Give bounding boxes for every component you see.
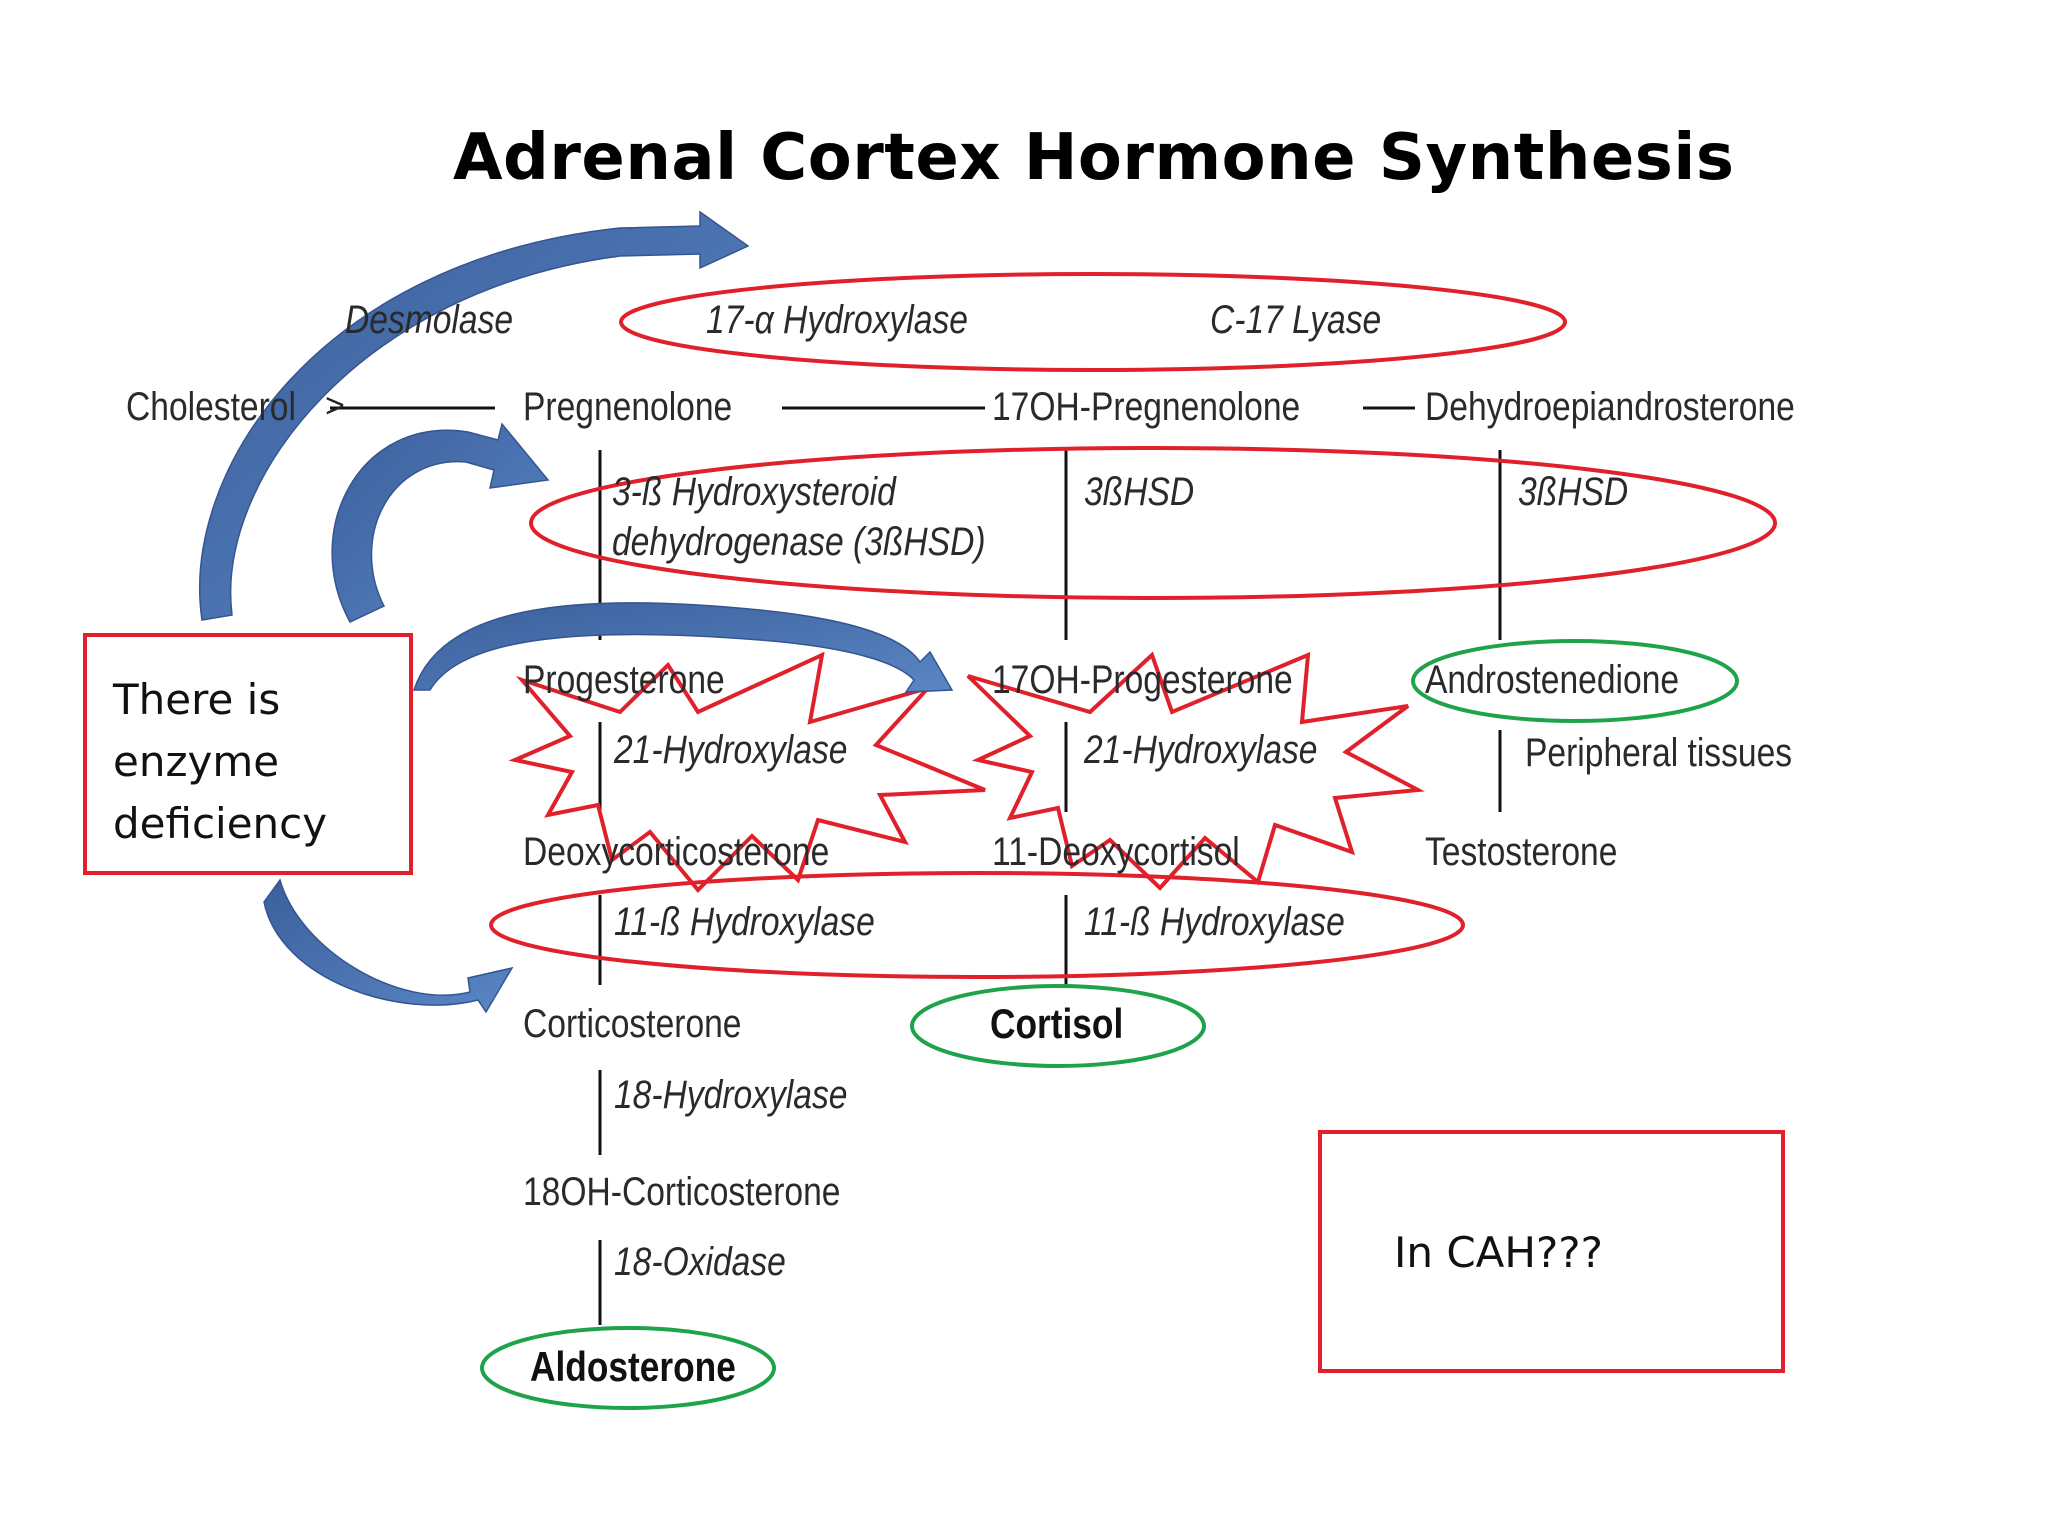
callout-deficiency-text: There is enzyme deficiency xyxy=(113,675,328,848)
compound-aldosterone: Aldosterone xyxy=(530,1343,736,1390)
compound-corticosterone: Corticosterone xyxy=(523,1002,742,1046)
enzyme-11b-hydroxylase-right: 11-ß Hydroxylase xyxy=(1084,900,1345,944)
arrow-to-17-hydroxylase xyxy=(199,210,750,621)
starburst-21-hydroxylase-right xyxy=(966,651,1425,891)
enzyme-3b-hsd-line2: dehydrogenase (3ßHSD) xyxy=(612,520,986,564)
compound-cholesterol: Cholesterol xyxy=(126,385,296,429)
ellipse-17-hydroxylase-lyase xyxy=(619,272,1567,372)
ellipse-11b-hydroxylase xyxy=(489,871,1465,979)
callout-question-text: In CAH??? xyxy=(1394,1228,1603,1277)
compound-17oh-pregnenolone: 17OH-Pregnenolone xyxy=(992,385,1301,429)
compound-pregnenolone: Pregnenolone xyxy=(523,385,733,429)
label-peripheral-tissues: Peripheral tissues xyxy=(1525,731,1793,775)
compound-deoxycorticosterone: Deoxycorticosterone xyxy=(523,830,830,874)
ellipse-cortisol xyxy=(910,984,1206,1068)
enzyme-21-hydroxylase-right: 21-Hydroxylase xyxy=(1084,728,1318,772)
compound-dhea: Dehydroepiandrosterone xyxy=(1425,385,1795,429)
arrow-to-17oh-progesterone xyxy=(412,602,954,693)
enzyme-17a-hydroxylase: 17-α Hydroxylase xyxy=(706,298,968,342)
compound-androstenedione: Androstenedione xyxy=(1425,658,1680,702)
compound-18oh-corticosterone: 18OH-Corticosterone xyxy=(523,1170,841,1214)
ellipse-3b-hsd xyxy=(529,446,1777,600)
compound-progesterone: Progesterone xyxy=(523,658,725,702)
arrow-to-corticosterone xyxy=(263,878,514,1014)
enzyme-desmolase: Desmolase xyxy=(345,298,514,342)
compound-17oh-progesterone: 17OH-Progesterone xyxy=(992,658,1293,702)
arrow-glyph: > xyxy=(325,387,345,425)
callout-enzyme-deficiency: There is enzyme deficiency xyxy=(83,633,413,875)
enzyme-18-hydroxylase: 18-Hydroxylase xyxy=(614,1073,848,1117)
compound-11-deoxycortisol: 11-Deoxycortisol xyxy=(992,830,1240,874)
ellipse-aldosterone xyxy=(480,1326,776,1410)
enzyme-3b-hsd-right: 3ßHSD xyxy=(1518,470,1629,514)
enzyme-c17-lyase: C-17 Lyase xyxy=(1210,298,1382,342)
ellipse-androstenedione xyxy=(1411,639,1739,723)
enzyme-3b-hsd-mid: 3ßHSD xyxy=(1084,470,1195,514)
enzyme-18-oxidase: 18-Oxidase xyxy=(614,1240,786,1284)
arrow-to-3b-hsd xyxy=(331,422,550,623)
enzyme-3b-hsd-line1: 3-ß Hydroxysteroid xyxy=(612,470,896,514)
starburst-21-hydroxylase-left xyxy=(508,651,986,893)
compound-testosterone: Testosterone xyxy=(1425,830,1618,874)
compound-cortisol: Cortisol xyxy=(990,1000,1124,1047)
page-title: Adrenal Cortex Hormone Synthesis xyxy=(453,121,1735,195)
callout-in-cah: In CAH??? xyxy=(1318,1130,1785,1373)
enzyme-11b-hydroxylase-left: 11-ß Hydroxylase xyxy=(614,900,875,944)
enzyme-21-hydroxylase-left: 21-Hydroxylase xyxy=(614,728,848,772)
